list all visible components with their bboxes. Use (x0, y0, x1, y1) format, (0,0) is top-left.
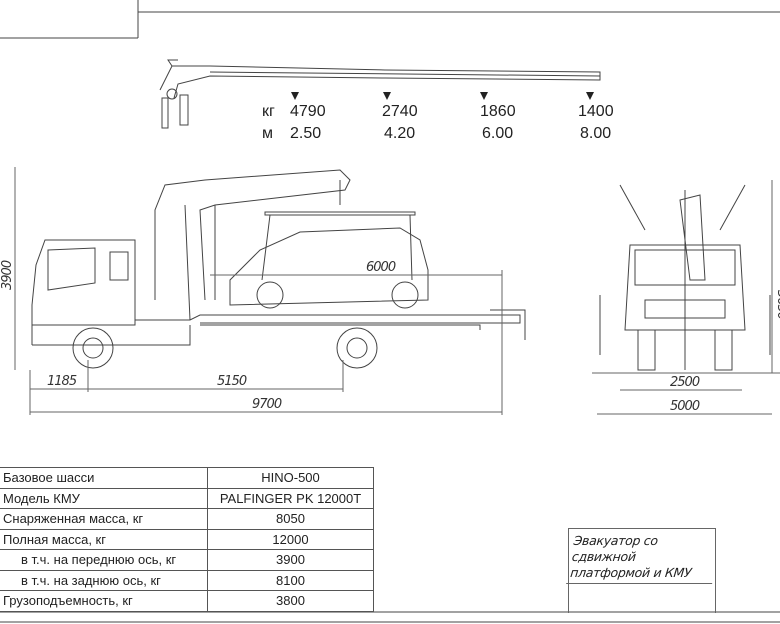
overall-length-dimension: 9700 (252, 397, 282, 412)
load-value: 4790 (290, 103, 326, 120)
truck-side-view (31, 169, 526, 369)
title-block: Эвакуатор со сдвижной платформой и КМУ (566, 528, 718, 613)
crane-boom-diagram (159, 59, 601, 129)
spec-value: HINO-500 (207, 467, 374, 489)
front-height-dimension: 3650 (774, 290, 780, 320)
spec-value: 8100 (207, 569, 374, 591)
track-width-dimension: 2500 (670, 375, 700, 390)
m-label: м (262, 125, 273, 142)
load-value: 2740 (382, 103, 418, 120)
reach-value: 2.50 (290, 125, 321, 142)
wheelbase-dimension: 5150 (217, 374, 247, 389)
spec-label: Модель КМУ (0, 487, 208, 509)
spec-value: 12000 (207, 528, 374, 550)
reach-value: 8.00 (580, 125, 611, 142)
height-dimension: 3900 (0, 260, 15, 290)
load-value: 1860 (480, 103, 516, 120)
spec-label: Базовое шасси (0, 467, 208, 489)
spec-label: в т.ч. на переднюю ось, кг (0, 549, 208, 571)
outrigger-span-dimension: 5000 (670, 399, 700, 414)
load-point-markers (291, 92, 594, 100)
front-overhang-dimension: 1185 (47, 374, 77, 389)
spec-label: Грузоподъемность, кг (0, 590, 208, 612)
drawing-title: Эвакуатор со сдвижной платформой и КМУ (566, 529, 718, 584)
platform-length-dimension: 6000 (366, 260, 396, 275)
spec-label: Снаряженная масса, кг (0, 508, 208, 530)
reach-value: 4.20 (384, 125, 415, 142)
front-view-dimensions (592, 180, 780, 415)
side-view-dimensions (14, 167, 503, 415)
spec-value: PALFINGER PK 12000T (207, 487, 374, 509)
spec-value: 8050 (207, 508, 374, 530)
kg-label: кг (262, 103, 275, 120)
truck-front-view (599, 184, 771, 371)
reach-value: 6.00 (482, 125, 513, 142)
spec-label: в т.ч. на заднюю ось, кг (0, 569, 208, 591)
spec-value: 3800 (207, 590, 374, 612)
spec-value: 3900 (207, 549, 374, 571)
load-value: 1400 (578, 103, 614, 120)
spec-label: Полная масса, кг (0, 528, 208, 550)
